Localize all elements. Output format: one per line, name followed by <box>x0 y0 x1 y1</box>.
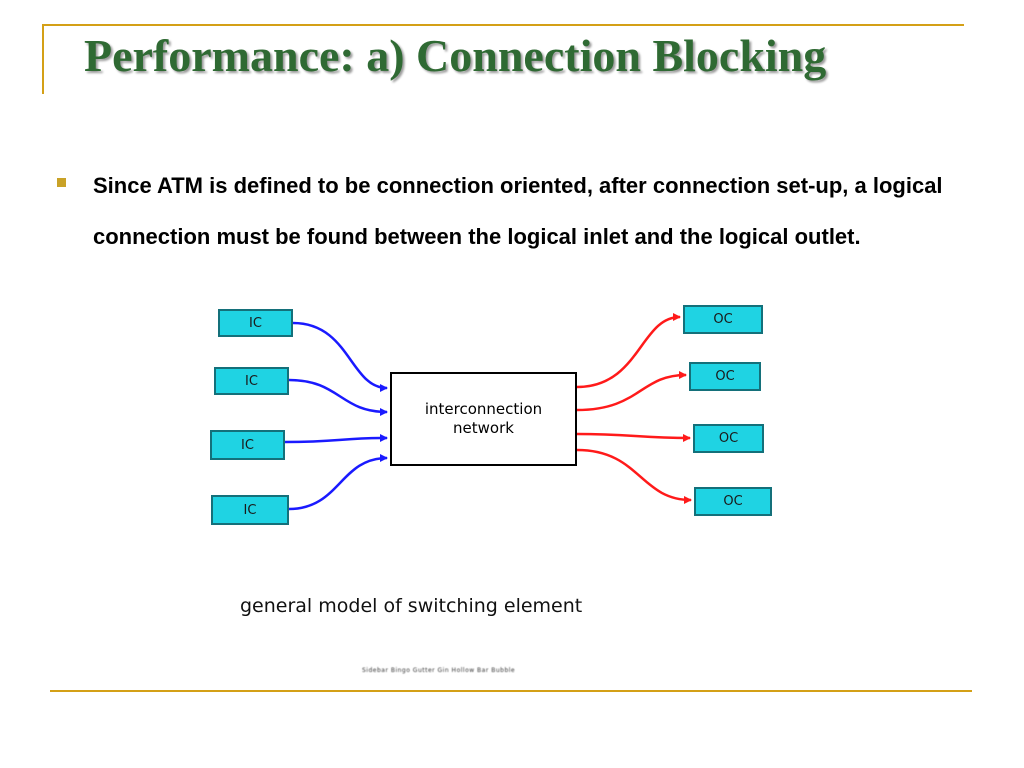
input-arrow-2 <box>288 378 388 416</box>
switching-element-diagram: IC IC IC IC interconnection network OC O… <box>200 295 800 690</box>
network-label-line2: network <box>453 419 514 437</box>
input-arrow-4 <box>288 454 388 511</box>
output-oc-box: OC <box>694 487 772 516</box>
output-oc-box: OC <box>683 305 763 334</box>
frame-left-line <box>42 24 44 94</box>
input-arrow-3 <box>284 434 388 444</box>
network-label-line1: interconnection <box>424 400 543 418</box>
output-arrow-3 <box>576 432 691 442</box>
output-oc-box: OC <box>689 362 761 391</box>
bullet-text: Since ATM is defined to be connection or… <box>93 173 943 249</box>
output-arrow-2 <box>576 371 687 412</box>
frame-bottom-line <box>50 690 972 692</box>
frame-top-line <box>42 24 964 26</box>
output-arrow-4 <box>576 448 692 504</box>
input-ic-box: IC <box>211 495 289 525</box>
bullet-square-icon <box>57 178 66 187</box>
input-ic-box: IC <box>210 430 285 460</box>
diagram-footnote: Sidebar Bingo Gutter Gin Hollow Bar Bubb… <box>362 667 516 674</box>
output-arrow-1 <box>576 313 681 389</box>
interconnection-network-box: interconnection network <box>390 372 577 466</box>
input-ic-box: IC <box>214 367 289 395</box>
connection-arrows <box>284 313 692 511</box>
diagram-caption: general model of switching element <box>240 595 583 617</box>
slide-title: Performance: a) Connection Blocking <box>84 30 827 81</box>
input-arrow-1 <box>292 321 388 392</box>
input-ic-box: IC <box>218 309 293 337</box>
output-oc-box: OC <box>693 424 764 453</box>
